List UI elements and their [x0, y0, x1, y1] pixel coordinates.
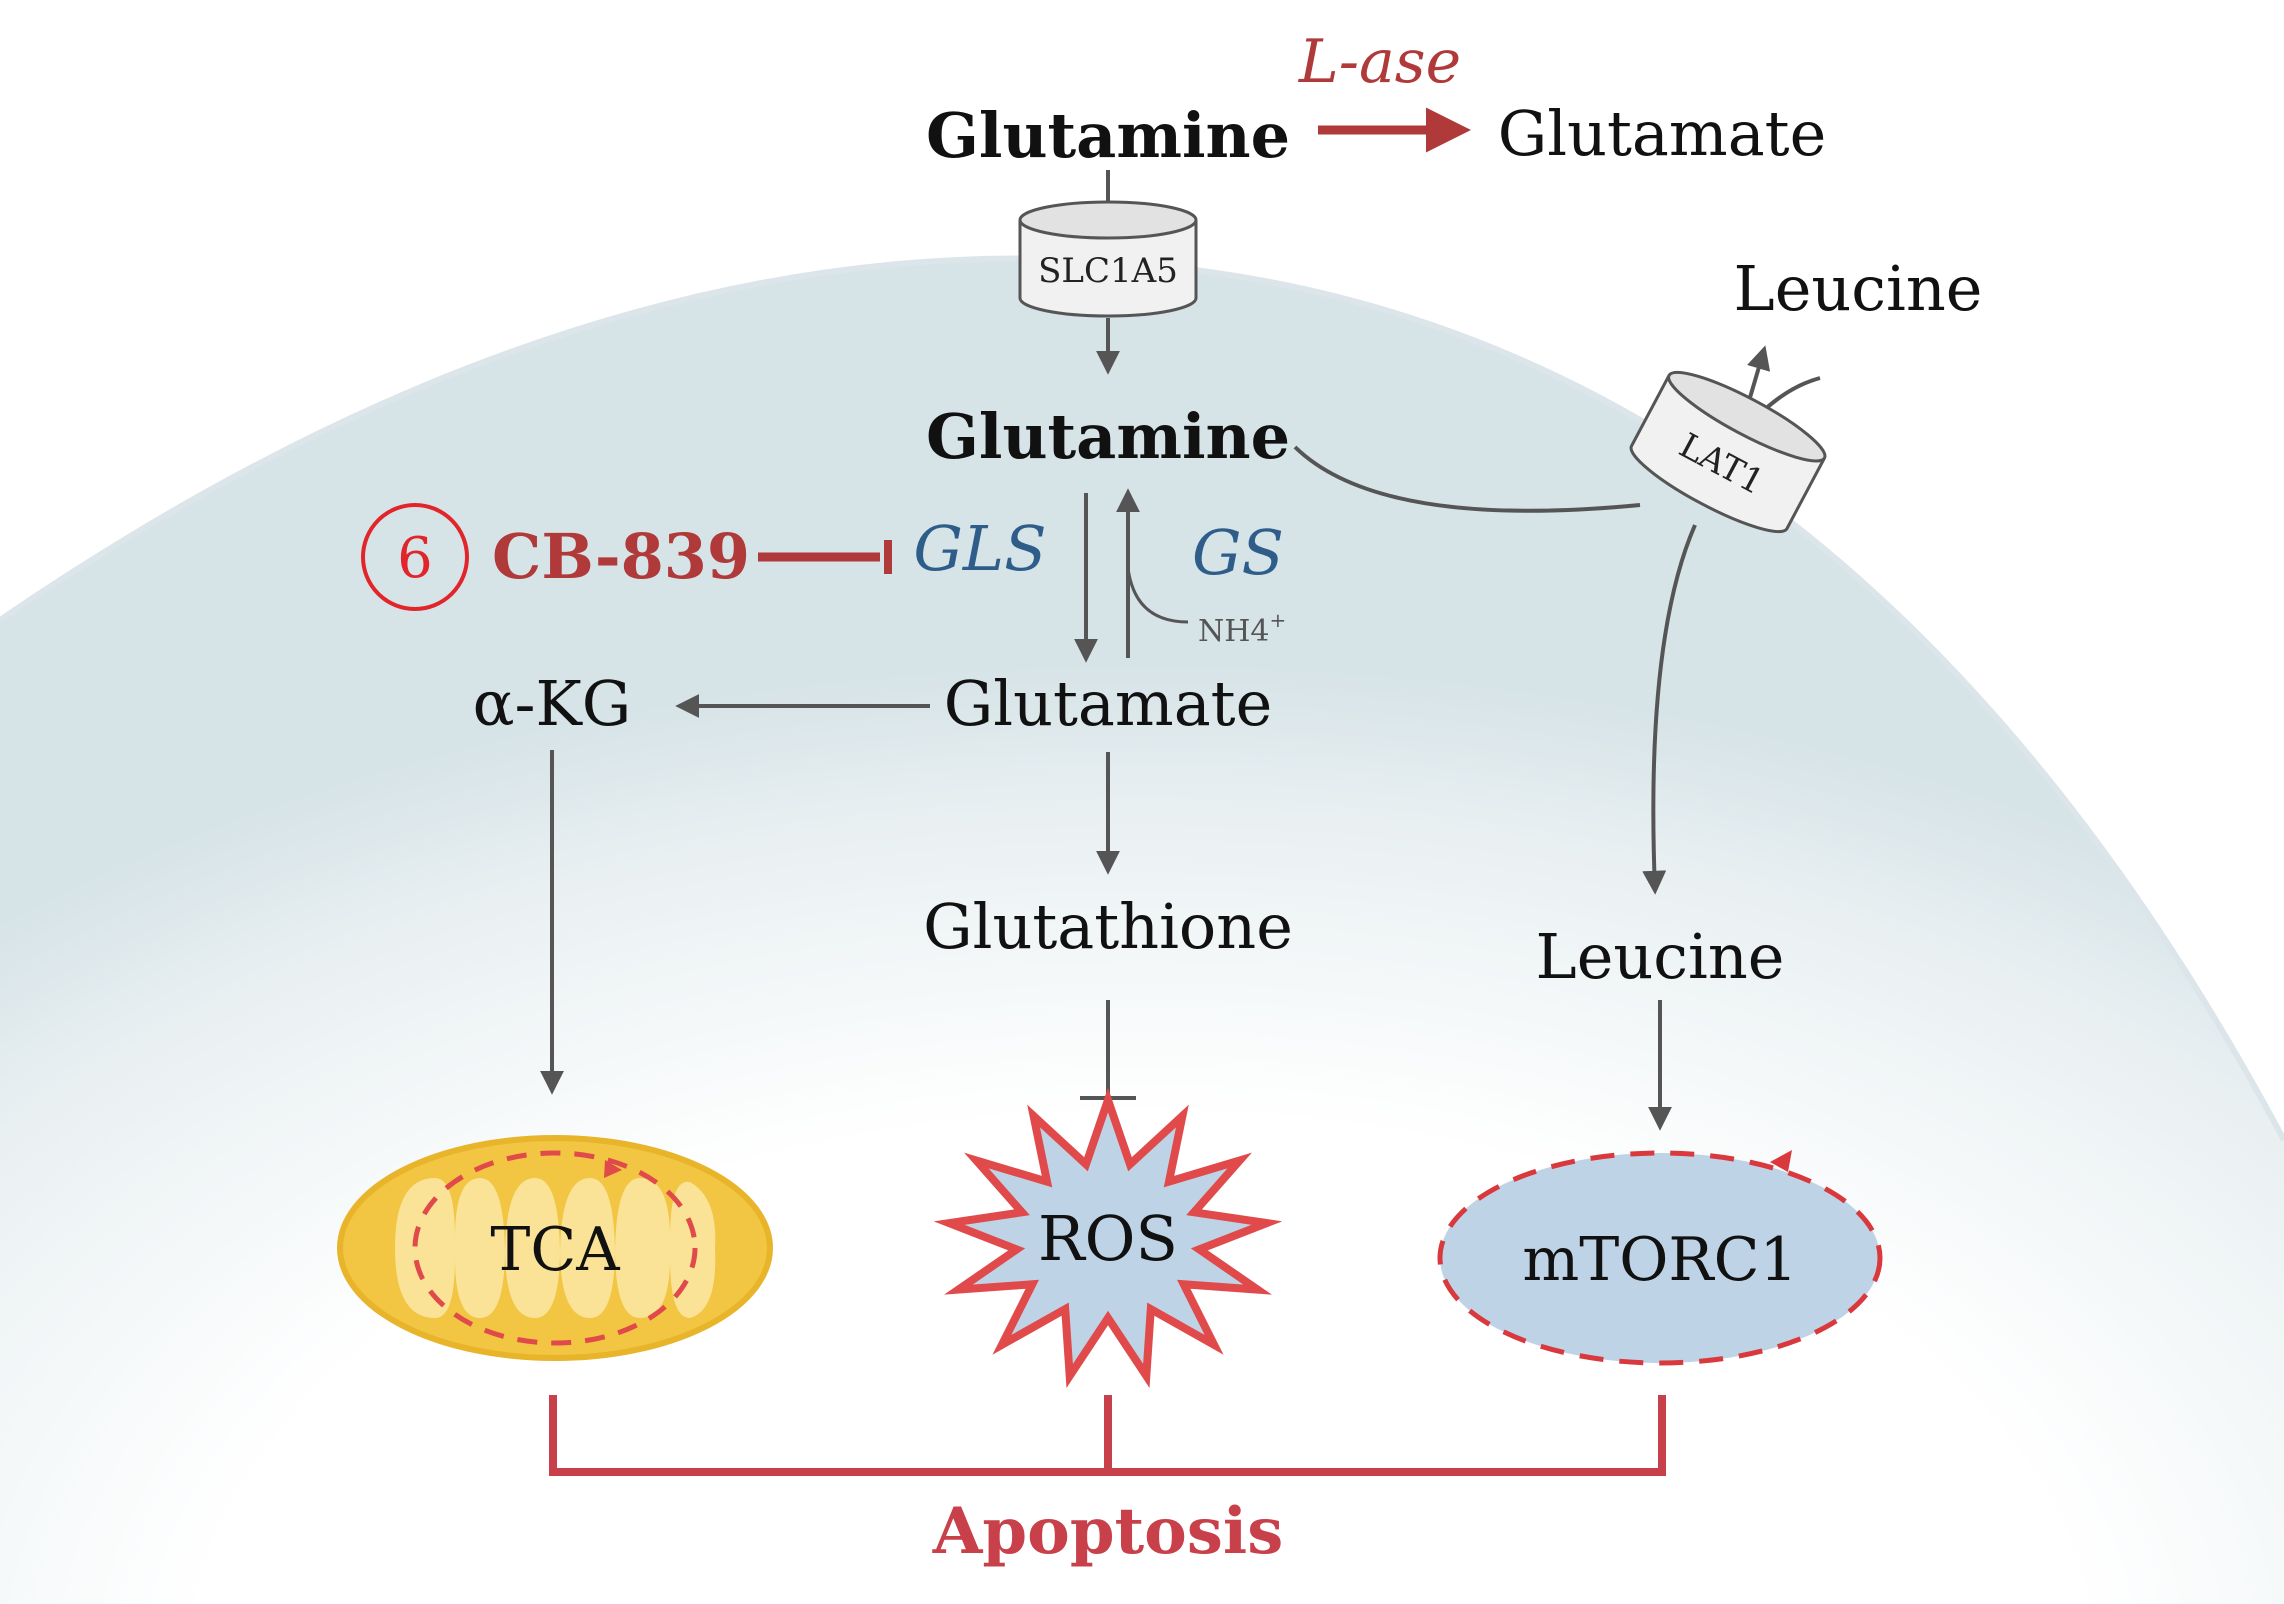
intracellular-glutamine-label: Glutamine [926, 400, 1290, 473]
glutathione-label: Glutathione [923, 890, 1293, 963]
tca-label: TCA [490, 1215, 620, 1285]
cb839-label: CB-839 [492, 520, 750, 593]
mtorc1-complex: mTORC1 [1437, 1150, 1883, 1366]
nh4-curve [1126, 567, 1189, 624]
akg-label: α-KG [473, 667, 632, 740]
apoptosis-label: Apoptosis [932, 1494, 1283, 1569]
lat1-top-line [1760, 376, 1821, 414]
lat1-to-leucine-arrow [1642, 524, 1697, 895]
extracellular-glutamate-label: Glutamate [1498, 97, 1827, 170]
extracellular-leucine-label: Leucine [1734, 252, 1983, 325]
intracellular-leucine-label: Leucine [1536, 920, 1785, 993]
compound-number-circle [361, 503, 469, 611]
ros-burst: ROS [933, 1087, 1283, 1388]
extracellular-glutamine-label: Glutamine [926, 99, 1290, 172]
lase-enzyme-label: L-ase [1298, 27, 1461, 97]
gs-label: GS [1192, 516, 1284, 589]
compound-number: 6 [397, 526, 433, 591]
nh4-label: NH4+ [1198, 608, 1286, 649]
slc1a5-transporter: SLC1A5 [1018, 170, 1198, 318]
ros-label: ROS [1038, 1202, 1178, 1275]
lat1-transporter: LAT1 [1629, 370, 1827, 534]
slc1a5-label: SLC1A5 [1038, 251, 1178, 291]
apoptosis-bracket [549, 1395, 1666, 1476]
mtorc1-label: mTORC1 [1522, 1225, 1797, 1295]
glutamine-to-lat1-line [1293, 445, 1641, 513]
mitochondrion: TCA [337, 1135, 773, 1361]
intracellular-glutamate-label: Glutamate [944, 667, 1273, 740]
gls-label: GLS [913, 512, 1046, 585]
